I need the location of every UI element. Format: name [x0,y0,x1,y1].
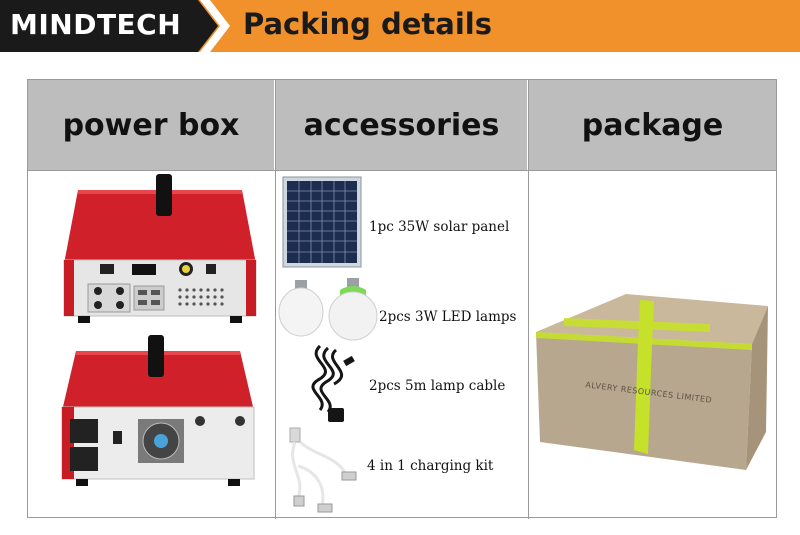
lamp-cable-icon [311,344,355,422]
row-divider [28,170,776,171]
led-lamp-icon [278,278,378,341]
column-header-label: package [581,107,724,143]
accessory-label: 4 in 1 charging kit [367,458,494,474]
package-carton-image [536,294,768,470]
column-header-label: accessories [303,107,500,143]
brand-box [0,0,218,52]
power-box-rear-image [61,335,255,486]
column-header-power-box: power box [28,80,275,170]
column-divider [528,80,529,519]
column-header-label: power box [62,107,240,143]
header-banner: MINDTECH Packing details [0,0,800,52]
charging-cable-icon [289,427,357,513]
page-title: Packing details [243,7,492,41]
packing-table: power box accessories package [27,79,777,519]
accessory-label: 2pcs 3W LED lamps [379,309,517,325]
solar-panel-icon [282,176,362,268]
accessory-label: 2pcs 5m lamp cable [369,378,506,394]
column-divider [275,80,276,519]
column-header-package: package [529,80,776,170]
column-header-accessories: accessories [276,80,528,170]
power-box-front-image [63,174,257,323]
brand-logo-text: MINDTECH [10,8,182,41]
accessory-label: 1pc 35W solar panel [369,219,510,235]
